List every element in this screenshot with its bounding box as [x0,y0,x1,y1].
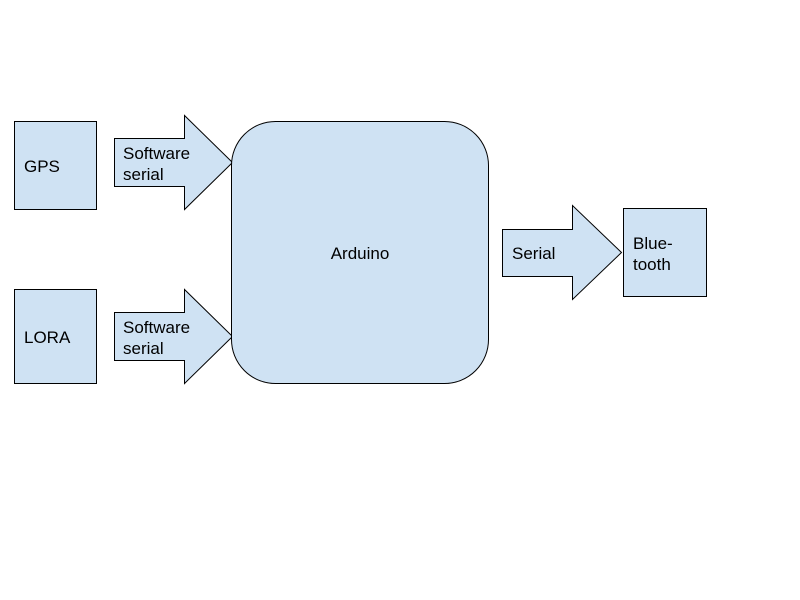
bluetooth-label-line1: Blue- [633,234,673,253]
bluetooth-label-line2: tooth [633,255,671,274]
gps-arrow-label-line1: Software [123,144,190,163]
lora-node: LORA [14,289,97,384]
lora-arrow-label: Software serial [123,318,195,358]
lora-arrow-label-line1: Software [123,318,190,337]
lora-box [14,289,97,384]
gps-node: GPS [14,121,97,210]
arduino-label: Arduino [331,244,390,263]
gps-to-arduino-arrow: Software serial [114,114,234,211]
gps-box [14,121,97,210]
arduino-to-bluetooth-arrow: Serial [502,204,623,301]
gps-label: GPS [24,157,60,176]
bluetooth-box [623,208,707,297]
lora-arrow-shape [114,288,234,385]
bluetooth-node: Blue- tooth [623,208,707,297]
bt-arrow-shape [502,204,623,301]
lora-label: LORA [24,328,71,347]
bluetooth-label: Blue- tooth [633,234,677,274]
bt-arrow-label: Serial [512,244,555,263]
gps-arrow-label: Software serial [123,144,195,184]
gps-arrow-label-line2: serial [123,165,164,184]
gps-arrow-shape [114,114,234,211]
lora-arrow-label-line2: serial [123,339,164,358]
arduino-node: Arduino [231,121,489,384]
lora-to-arduino-arrow: Software serial [114,288,234,385]
arduino-box [231,121,489,384]
